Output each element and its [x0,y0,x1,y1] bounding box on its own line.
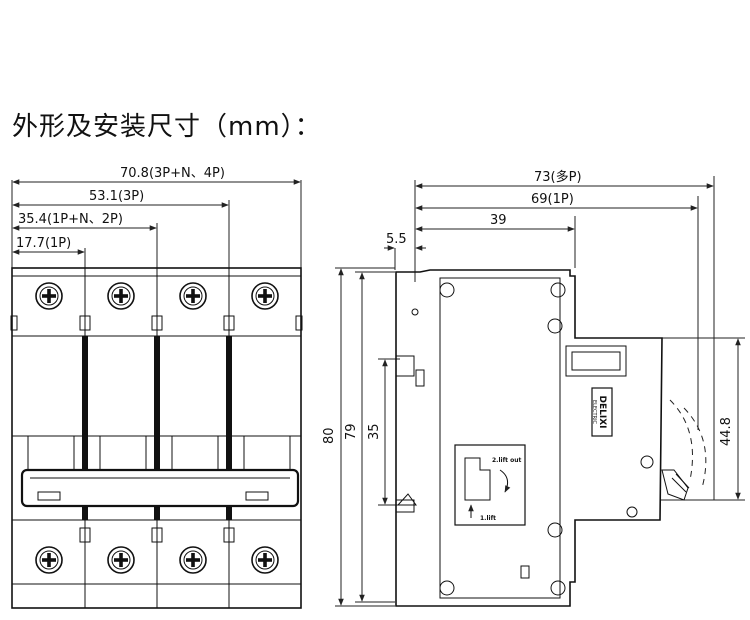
screw-icon [107,282,135,310]
dim-79: 79 [344,423,359,440]
front-dimensions: 70.8(3P+N、4P) 53.1(3P) 35.4(1P+N、2P) 17.… [11,166,302,270]
dim-5-5: 5.5 [386,232,407,247]
dim-53-1: 53.1(3P) [89,189,144,204]
page-heading: 外形及安装尺寸（mm）： [12,112,322,142]
side-dimensions-top: 73(多P) 69(1P) 39 5.5 [384,169,715,500]
side-view: 73(多P) 69(1P) 39 5.5 80 79 [322,169,745,607]
breaker-body-side: DELIXI ELECTRIC 2.lift out 1.lift [395,269,707,607]
breaker-body-front [10,267,303,609]
side-dimensions-left: 80 79 35 [322,267,400,607]
brand-name: DELIXI [597,396,607,429]
brand-label: DELIXI ELECTRIC [591,387,613,437]
dim-35: 35 [367,423,382,440]
dim-70-8: 70.8(3P+N、4P) [120,166,225,181]
screw-icon [107,546,135,574]
dim-73: 73(多P) [534,169,582,185]
label-lift: 1.lift [480,515,496,522]
pole-separators [10,268,303,608]
operating-handle [661,399,707,501]
dim-44-8: 44.8 [719,417,734,446]
dim-80: 80 [322,427,337,444]
removal-instruction: 2.lift out 1.lift [454,444,526,526]
screw-icon [35,546,63,574]
dim-69: 69(1P) [531,192,574,207]
screw-icon [35,282,63,310]
side-dimensions-right: 44.8 [660,337,745,501]
brand-subtitle: ELECTRIC [591,400,597,425]
screw-icon [251,282,279,310]
front-view: 70.8(3P+N、4P) 53.1(3P) 35.4(1P+N、2P) 17.… [10,166,303,609]
screw-icon [179,282,207,310]
dim-39: 39 [490,213,507,228]
screw-icon [179,546,207,574]
handle-tie-bar [20,468,300,508]
dim-35-4: 35.4(1P+N、2P) [18,212,123,227]
screw-icon [251,546,279,574]
dim-17-7: 17.7(1P) [16,236,71,251]
label-lift-out: 2.lift out [492,457,522,464]
